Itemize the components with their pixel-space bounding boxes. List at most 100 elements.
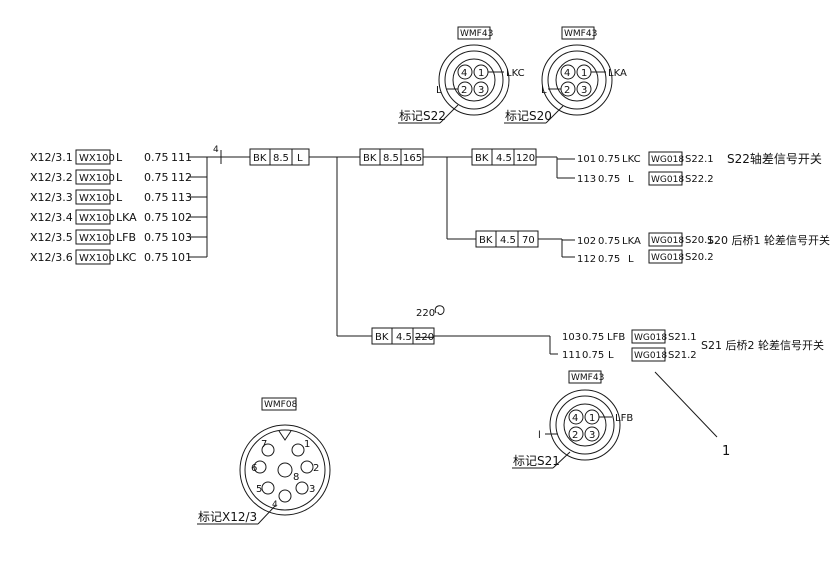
pin-label: 5 bbox=[256, 484, 262, 495]
wire-row: X12/3.2 WX100 L 0.75 112 bbox=[30, 169, 207, 185]
pin-circle bbox=[278, 489, 292, 503]
callout-leader bbox=[654, 371, 718, 438]
pin-circle bbox=[568, 426, 584, 442]
wire-gauge: 0.75 bbox=[144, 231, 169, 244]
pin-circle bbox=[457, 64, 473, 80]
pin-circle bbox=[261, 481, 275, 495]
wire-id: X12/3.1 bbox=[30, 151, 73, 164]
pin-label: 3 bbox=[589, 430, 595, 441]
wire-id: X12/3.5 bbox=[30, 231, 73, 244]
box-cell: 8.5 bbox=[383, 153, 399, 164]
box-cell: BK bbox=[475, 153, 489, 164]
handwritten-scribble bbox=[434, 305, 445, 315]
cable-box-s21: BK 4.5 220 220 bbox=[371, 305, 445, 345]
wire-id: X12/3.6 bbox=[30, 251, 73, 264]
s22-wires: 101 0.75 LKC WG018 S22.1 113 0.75 L WG01… bbox=[536, 151, 822, 186]
wire-row: X12/3.6 WX100 LKC 0.75 101 bbox=[30, 249, 207, 265]
wire-ref: S22.1 bbox=[685, 154, 714, 165]
pin-side-label: L bbox=[436, 85, 442, 96]
wire-signal: L bbox=[116, 191, 123, 204]
wire-tag: WX100 bbox=[79, 253, 115, 264]
pin-label: 2 bbox=[564, 85, 570, 96]
pin-label: 1 bbox=[304, 439, 310, 450]
key-notch bbox=[278, 430, 292, 441]
pin-side-label: L bbox=[541, 85, 547, 96]
connector-body bbox=[438, 44, 510, 116]
pin-label: 1 bbox=[589, 413, 595, 424]
cable-box-second: BK 8.5 165 bbox=[359, 148, 424, 166]
pin-circle bbox=[584, 426, 600, 442]
connector-tag-box bbox=[568, 370, 602, 384]
pin-label: 4 bbox=[572, 413, 578, 424]
pin-label: 4 bbox=[564, 68, 570, 79]
cable-box-s20: BK 4.5 70 bbox=[475, 230, 539, 248]
s22-title: S22轴差信号开关 bbox=[727, 151, 822, 166]
wire-tag: WX100 bbox=[79, 193, 115, 204]
wire-number: 103 bbox=[562, 332, 581, 343]
wire-tag-box bbox=[75, 149, 111, 165]
wire-ref: S21.2 bbox=[668, 350, 697, 361]
s21-title: S21 后桥2 轮差信号开关 bbox=[701, 338, 824, 352]
connector-mark: 标记S22 bbox=[399, 109, 446, 123]
wire-gauge: 0.75 bbox=[582, 350, 604, 361]
wire-signal: LFB bbox=[116, 231, 136, 244]
box-cell: 4.5 bbox=[396, 332, 412, 343]
connector-tag: WMF43 bbox=[571, 373, 604, 383]
wire-signal: LFB bbox=[607, 332, 625, 343]
pin-label: 3 bbox=[478, 85, 484, 96]
wire-number: 111 bbox=[562, 350, 581, 361]
wire-ref: S22.2 bbox=[685, 174, 714, 185]
wire-gauge: 0.75 bbox=[582, 332, 604, 343]
wire-tag: WX100 bbox=[79, 213, 115, 224]
connector-body bbox=[549, 389, 621, 461]
cable-box-s22: BK 4.5 120 bbox=[471, 148, 537, 166]
wire-number: 102 bbox=[171, 211, 192, 224]
wire-tag: WG018 bbox=[651, 155, 684, 165]
connector-s21: WMF43 4 1 2 3 LFB l 标记S21 bbox=[512, 370, 633, 469]
wire-signal: LKA bbox=[116, 211, 137, 224]
wire-signal: L bbox=[116, 151, 123, 164]
pin-circle bbox=[261, 443, 275, 457]
pin-side-label: LFB bbox=[615, 413, 633, 424]
wire-tag: WX100 bbox=[79, 173, 115, 184]
wire-tag-box bbox=[75, 249, 111, 265]
wire-tag: WX100 bbox=[79, 233, 115, 244]
bundle-count: 4 bbox=[213, 145, 219, 155]
box-cell: 220 bbox=[415, 332, 434, 343]
box-cell: 120 bbox=[516, 153, 535, 164]
wire-gauge: 0.75 bbox=[598, 154, 620, 165]
s20-title: S20 后桥1 轮差信号开关 bbox=[707, 233, 830, 247]
s20-wires: 102 0.75 LKA WG018 S20.1 112 0.75 L WG01… bbox=[538, 232, 830, 265]
wire-signal: LKC bbox=[622, 154, 641, 165]
wire-signal: L bbox=[628, 174, 634, 185]
wire-row: X12/3.5 WX100 LFB 0.75 103 bbox=[30, 229, 207, 245]
wire-tag: WG018 bbox=[651, 175, 684, 185]
pin-label: 2 bbox=[313, 463, 319, 474]
pin-label: 1 bbox=[581, 68, 587, 79]
box-cell: L bbox=[297, 153, 303, 164]
wire-ref: S20.1 bbox=[685, 235, 714, 246]
wire-tag-box bbox=[75, 189, 111, 205]
connector-body bbox=[239, 424, 331, 516]
box-cell: 8.5 bbox=[273, 153, 289, 164]
connector-s20: WMF43 4 1 2 3 LKA L 标记S20 bbox=[504, 26, 627, 124]
pin-label: 2 bbox=[572, 430, 578, 441]
wire-number: 111 bbox=[171, 151, 192, 164]
callout-number: 1 bbox=[722, 444, 730, 459]
pin-side-label: LKA bbox=[608, 68, 627, 79]
s21-handwritten-note: 220 bbox=[416, 308, 435, 319]
pin-label: 7 bbox=[261, 439, 267, 450]
wire-row: X12/3.3 WX100 L 0.75 113 bbox=[30, 189, 207, 205]
box-cell: BK bbox=[253, 153, 267, 164]
wire-gauge: 0.75 bbox=[598, 174, 620, 185]
pin-label: 4 bbox=[272, 500, 278, 510]
pin-label: 2 bbox=[461, 85, 467, 96]
wire-number: 102 bbox=[577, 236, 596, 247]
wire-gauge: 0.75 bbox=[598, 236, 620, 247]
wire-signal: LKA bbox=[622, 236, 641, 247]
pin-circle bbox=[568, 409, 584, 425]
wire-gauge: 0.75 bbox=[144, 151, 169, 164]
wire-tag: WG018 bbox=[651, 253, 684, 263]
wire-tag-box bbox=[75, 169, 111, 185]
